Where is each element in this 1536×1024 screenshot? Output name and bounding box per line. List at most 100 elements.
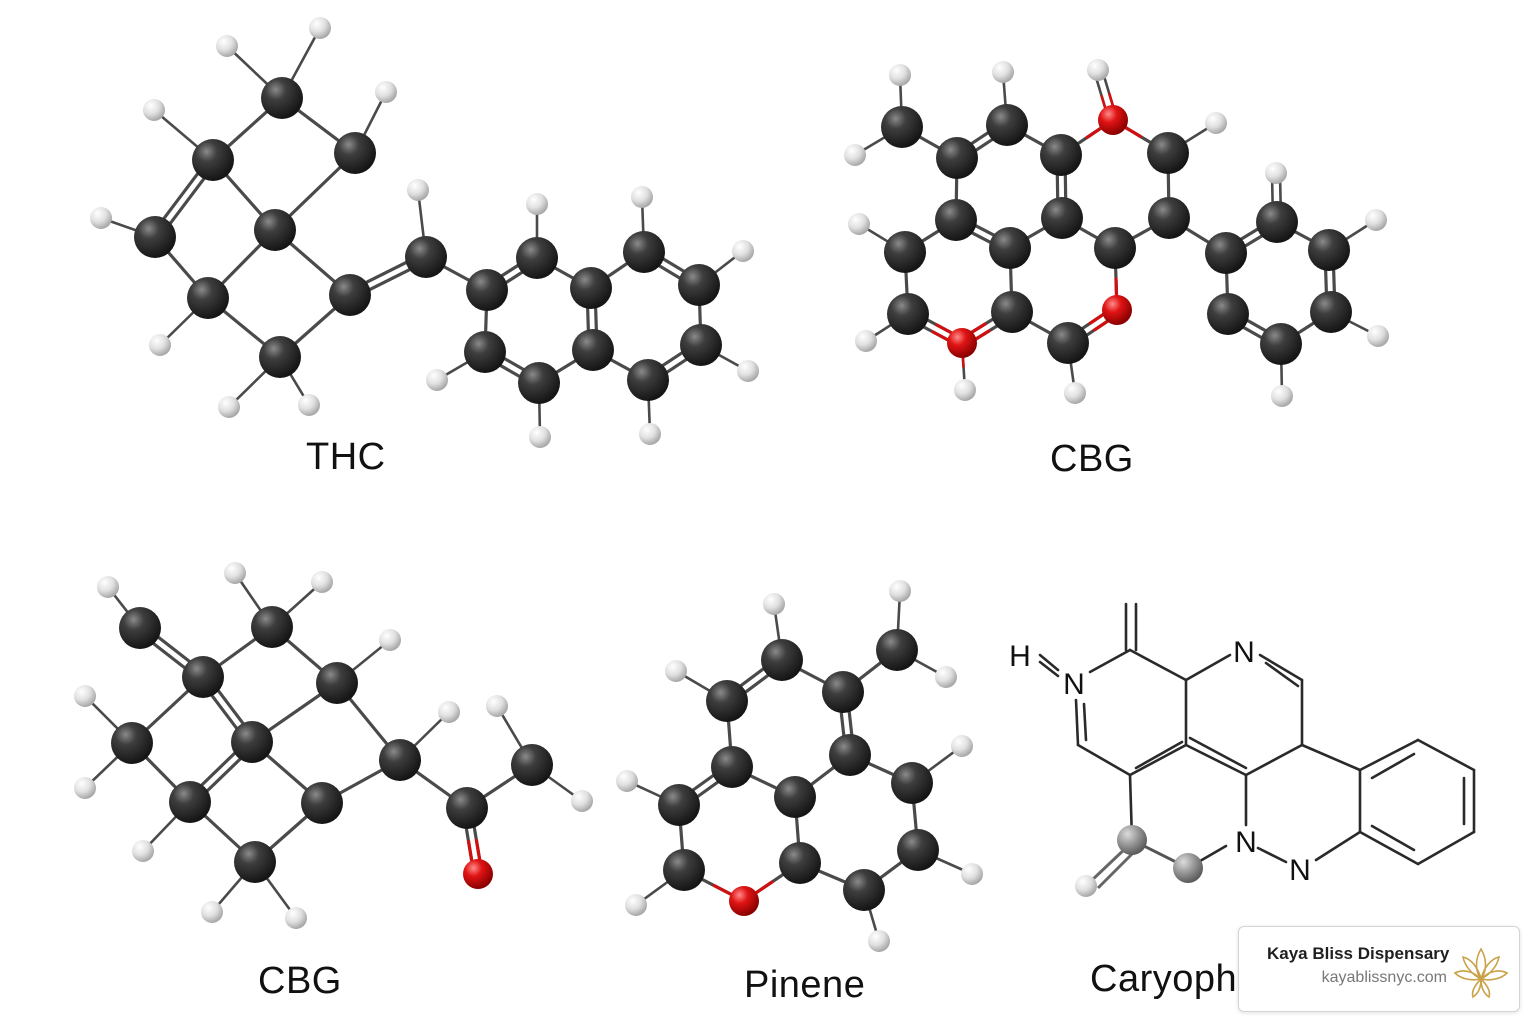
carbon-atom <box>466 269 508 311</box>
hydrogen-atom <box>571 790 593 812</box>
carbon-atom <box>192 139 234 181</box>
skeletal-bond <box>1256 846 1288 864</box>
skeletal-atom-h: H <box>1009 640 1031 673</box>
hydrogen-atom <box>961 863 983 885</box>
oxygen-atom <box>947 328 977 358</box>
hydrogen-atom <box>665 660 687 682</box>
double-bond <box>1088 844 1130 884</box>
carbon-atom <box>1041 197 1083 239</box>
hydrogen-atom <box>285 907 307 929</box>
hydrogen-atom <box>631 186 653 208</box>
hydrogen-atom <box>149 334 171 356</box>
carbon-atom <box>711 746 753 788</box>
skeletal-bond <box>1370 752 1416 780</box>
skeletal-bond <box>1300 743 1362 772</box>
carbon-atom <box>884 231 926 273</box>
hydrogen-atom <box>954 379 976 401</box>
atoms <box>90 17 759 448</box>
oxygen-atom <box>729 886 759 916</box>
skeletal-bond <box>1128 743 1188 777</box>
skeletal-bond <box>1188 736 1248 770</box>
carbon-atom <box>234 841 276 883</box>
hydrogen-atom <box>1087 59 1109 81</box>
atom <box>1173 853 1203 883</box>
carbon-atom <box>829 734 871 776</box>
hydrogen-atom <box>526 193 548 215</box>
carbon-atom <box>1260 323 1302 365</box>
carbon-atom <box>706 680 748 722</box>
skeletal-bond <box>1038 653 1060 672</box>
carbon-atom <box>187 277 229 319</box>
carbon-atom <box>464 331 506 373</box>
hydrogen-atom <box>992 61 1014 83</box>
atoms <box>616 580 983 952</box>
hydrogen-atom <box>379 629 401 651</box>
carbon-atom <box>516 237 558 279</box>
skeletal-bond <box>1184 653 1232 682</box>
skeletal-bond <box>1258 653 1304 682</box>
carbon-atom <box>169 781 211 823</box>
cbg-bottom-label: CBG <box>258 960 342 1002</box>
carbon-atom <box>1094 227 1136 269</box>
hydrogen-atom <box>951 735 973 757</box>
skeletal-bond <box>1184 743 1248 777</box>
hydrogen-atom <box>224 562 246 584</box>
skeletal-bond <box>1128 648 1188 682</box>
hydrogen-atom <box>889 64 911 86</box>
carbon-atom <box>1205 232 1247 274</box>
double-bond <box>1096 848 1138 890</box>
carbon-atom <box>379 739 421 781</box>
carbon-atom <box>986 104 1028 146</box>
hydrogen-atom <box>763 593 785 615</box>
carbon-atom <box>301 782 343 824</box>
cbg-bottom-molecule <box>74 562 593 929</box>
thc-molecule <box>90 17 759 448</box>
hydrogen-atom <box>201 901 223 923</box>
carbon-atom <box>1047 322 1089 364</box>
hydrogen-atom <box>407 179 429 201</box>
hydrogen-atom <box>216 35 238 57</box>
hydrogen-atom <box>74 685 96 707</box>
carbon-atom <box>405 236 447 278</box>
skeletal-bond <box>1264 661 1300 688</box>
carbon-atom <box>259 336 301 378</box>
carbon-atom <box>623 231 665 273</box>
hydrogen-atom <box>1367 325 1389 347</box>
hydrogen-atom <box>486 695 508 717</box>
skeletal-bond <box>1358 738 1420 772</box>
carbon-atom <box>572 329 614 371</box>
carbon-atom <box>1256 201 1298 243</box>
lotus-icon <box>1453 947 1509 999</box>
carbon-atom <box>779 842 821 884</box>
carbon-atom <box>678 264 720 306</box>
hydrogen-atom <box>311 571 333 593</box>
carbon-atom <box>891 762 933 804</box>
carbon-atom <box>935 199 977 241</box>
hydrogen-atom <box>426 369 448 391</box>
skeletal-atom-n1: N <box>1063 668 1085 701</box>
hydrogen-atom <box>639 423 661 445</box>
hydrogen-atom <box>1075 875 1097 897</box>
cbg-top-label: CBG <box>1050 438 1134 480</box>
carbon-atom <box>511 744 553 786</box>
oxygen-atom <box>463 859 493 889</box>
carbon-atom <box>989 227 1031 269</box>
skeletal-bond <box>1416 830 1476 866</box>
skeletal-atom-n2: N <box>1233 636 1255 669</box>
hydrogen-atom <box>218 396 240 418</box>
pinene-molecule <box>616 580 983 952</box>
hydrogen-atom <box>868 930 890 952</box>
carbon-atom <box>1148 197 1190 239</box>
carbon-atom <box>822 671 864 713</box>
brand-badge[interactable]: Kaya Bliss Dispensary kayablissnyc.com <box>1238 926 1520 1012</box>
carbon-atom <box>254 209 296 251</box>
carbon-atom <box>1147 132 1189 174</box>
carbon-atom <box>316 662 358 704</box>
skeletal-bond <box>1244 743 1304 777</box>
brand-url[interactable]: kayablissnyc.com <box>1321 969 1447 986</box>
hydrogen-atom <box>529 426 551 448</box>
carbon-atom <box>1310 291 1352 333</box>
hydrogen-atom <box>375 81 397 103</box>
caryoph-label: Caryoph <box>1090 958 1238 1000</box>
